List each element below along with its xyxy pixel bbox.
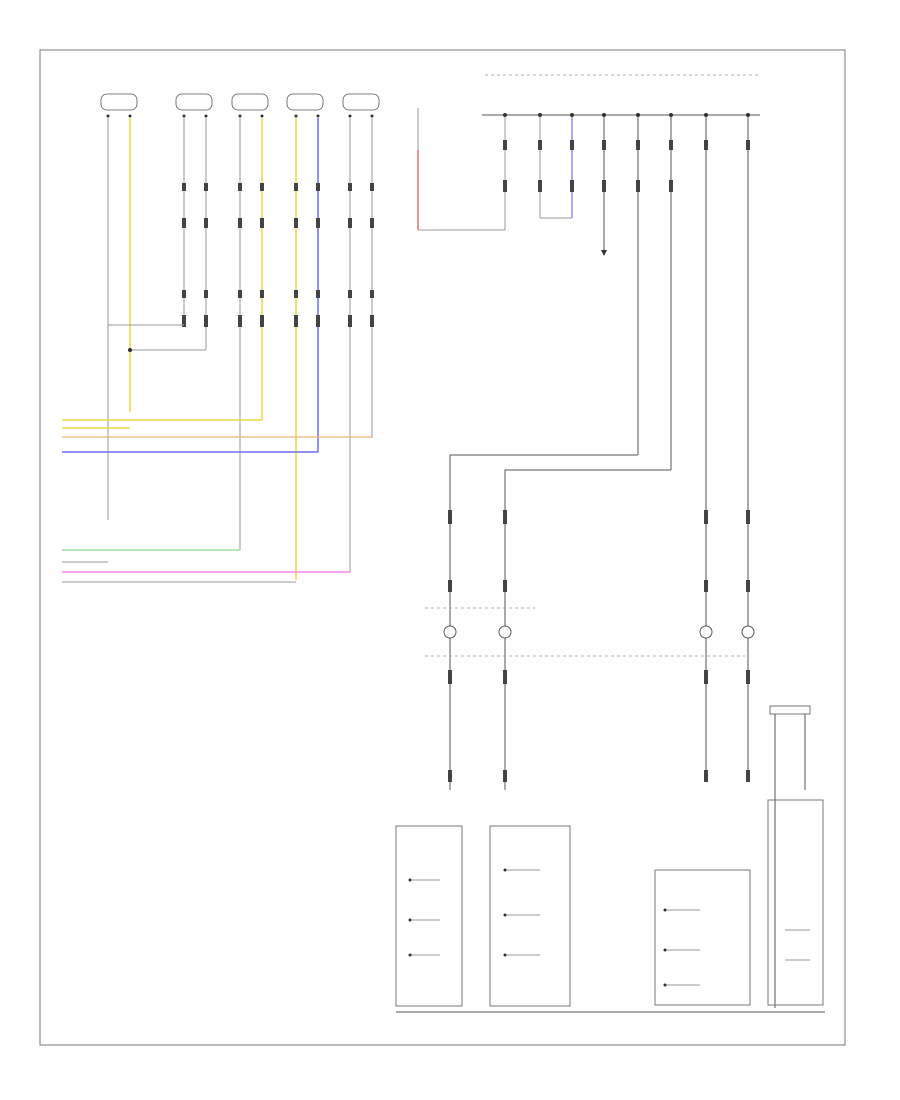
- inline-connectors-lower: [448, 510, 750, 782]
- switch-box-left: [395, 825, 463, 1007]
- radio-module-pins: [482, 113, 760, 117]
- horn-module: [769, 705, 811, 1008]
- speaker-connector-2: [175, 93, 213, 118]
- speaker-wires: [107, 118, 373, 580]
- speaker-connector-4: [286, 93, 324, 118]
- switch-feed-wires: [449, 454, 671, 790]
- speaker-connector-5: [342, 93, 380, 118]
- bus-lines-upper: [62, 419, 372, 453]
- radio-module-wires: [504, 117, 749, 780]
- inline-connectors-right: [503, 140, 750, 192]
- antenna-feed: [417, 108, 505, 231]
- switch-box-right: [654, 869, 751, 1006]
- switch-box-middle: [489, 825, 571, 1007]
- inline-connectors-left: [182, 183, 374, 327]
- left-ground-module: [108, 324, 206, 352]
- speaker-connector-1: [100, 93, 138, 118]
- bus-lines-lower: [62, 549, 350, 583]
- diagram-border: [39, 49, 846, 1046]
- clockspring: [425, 607, 755, 657]
- speaker-connector-3: [231, 93, 269, 118]
- switch-box-horn: [767, 799, 824, 1006]
